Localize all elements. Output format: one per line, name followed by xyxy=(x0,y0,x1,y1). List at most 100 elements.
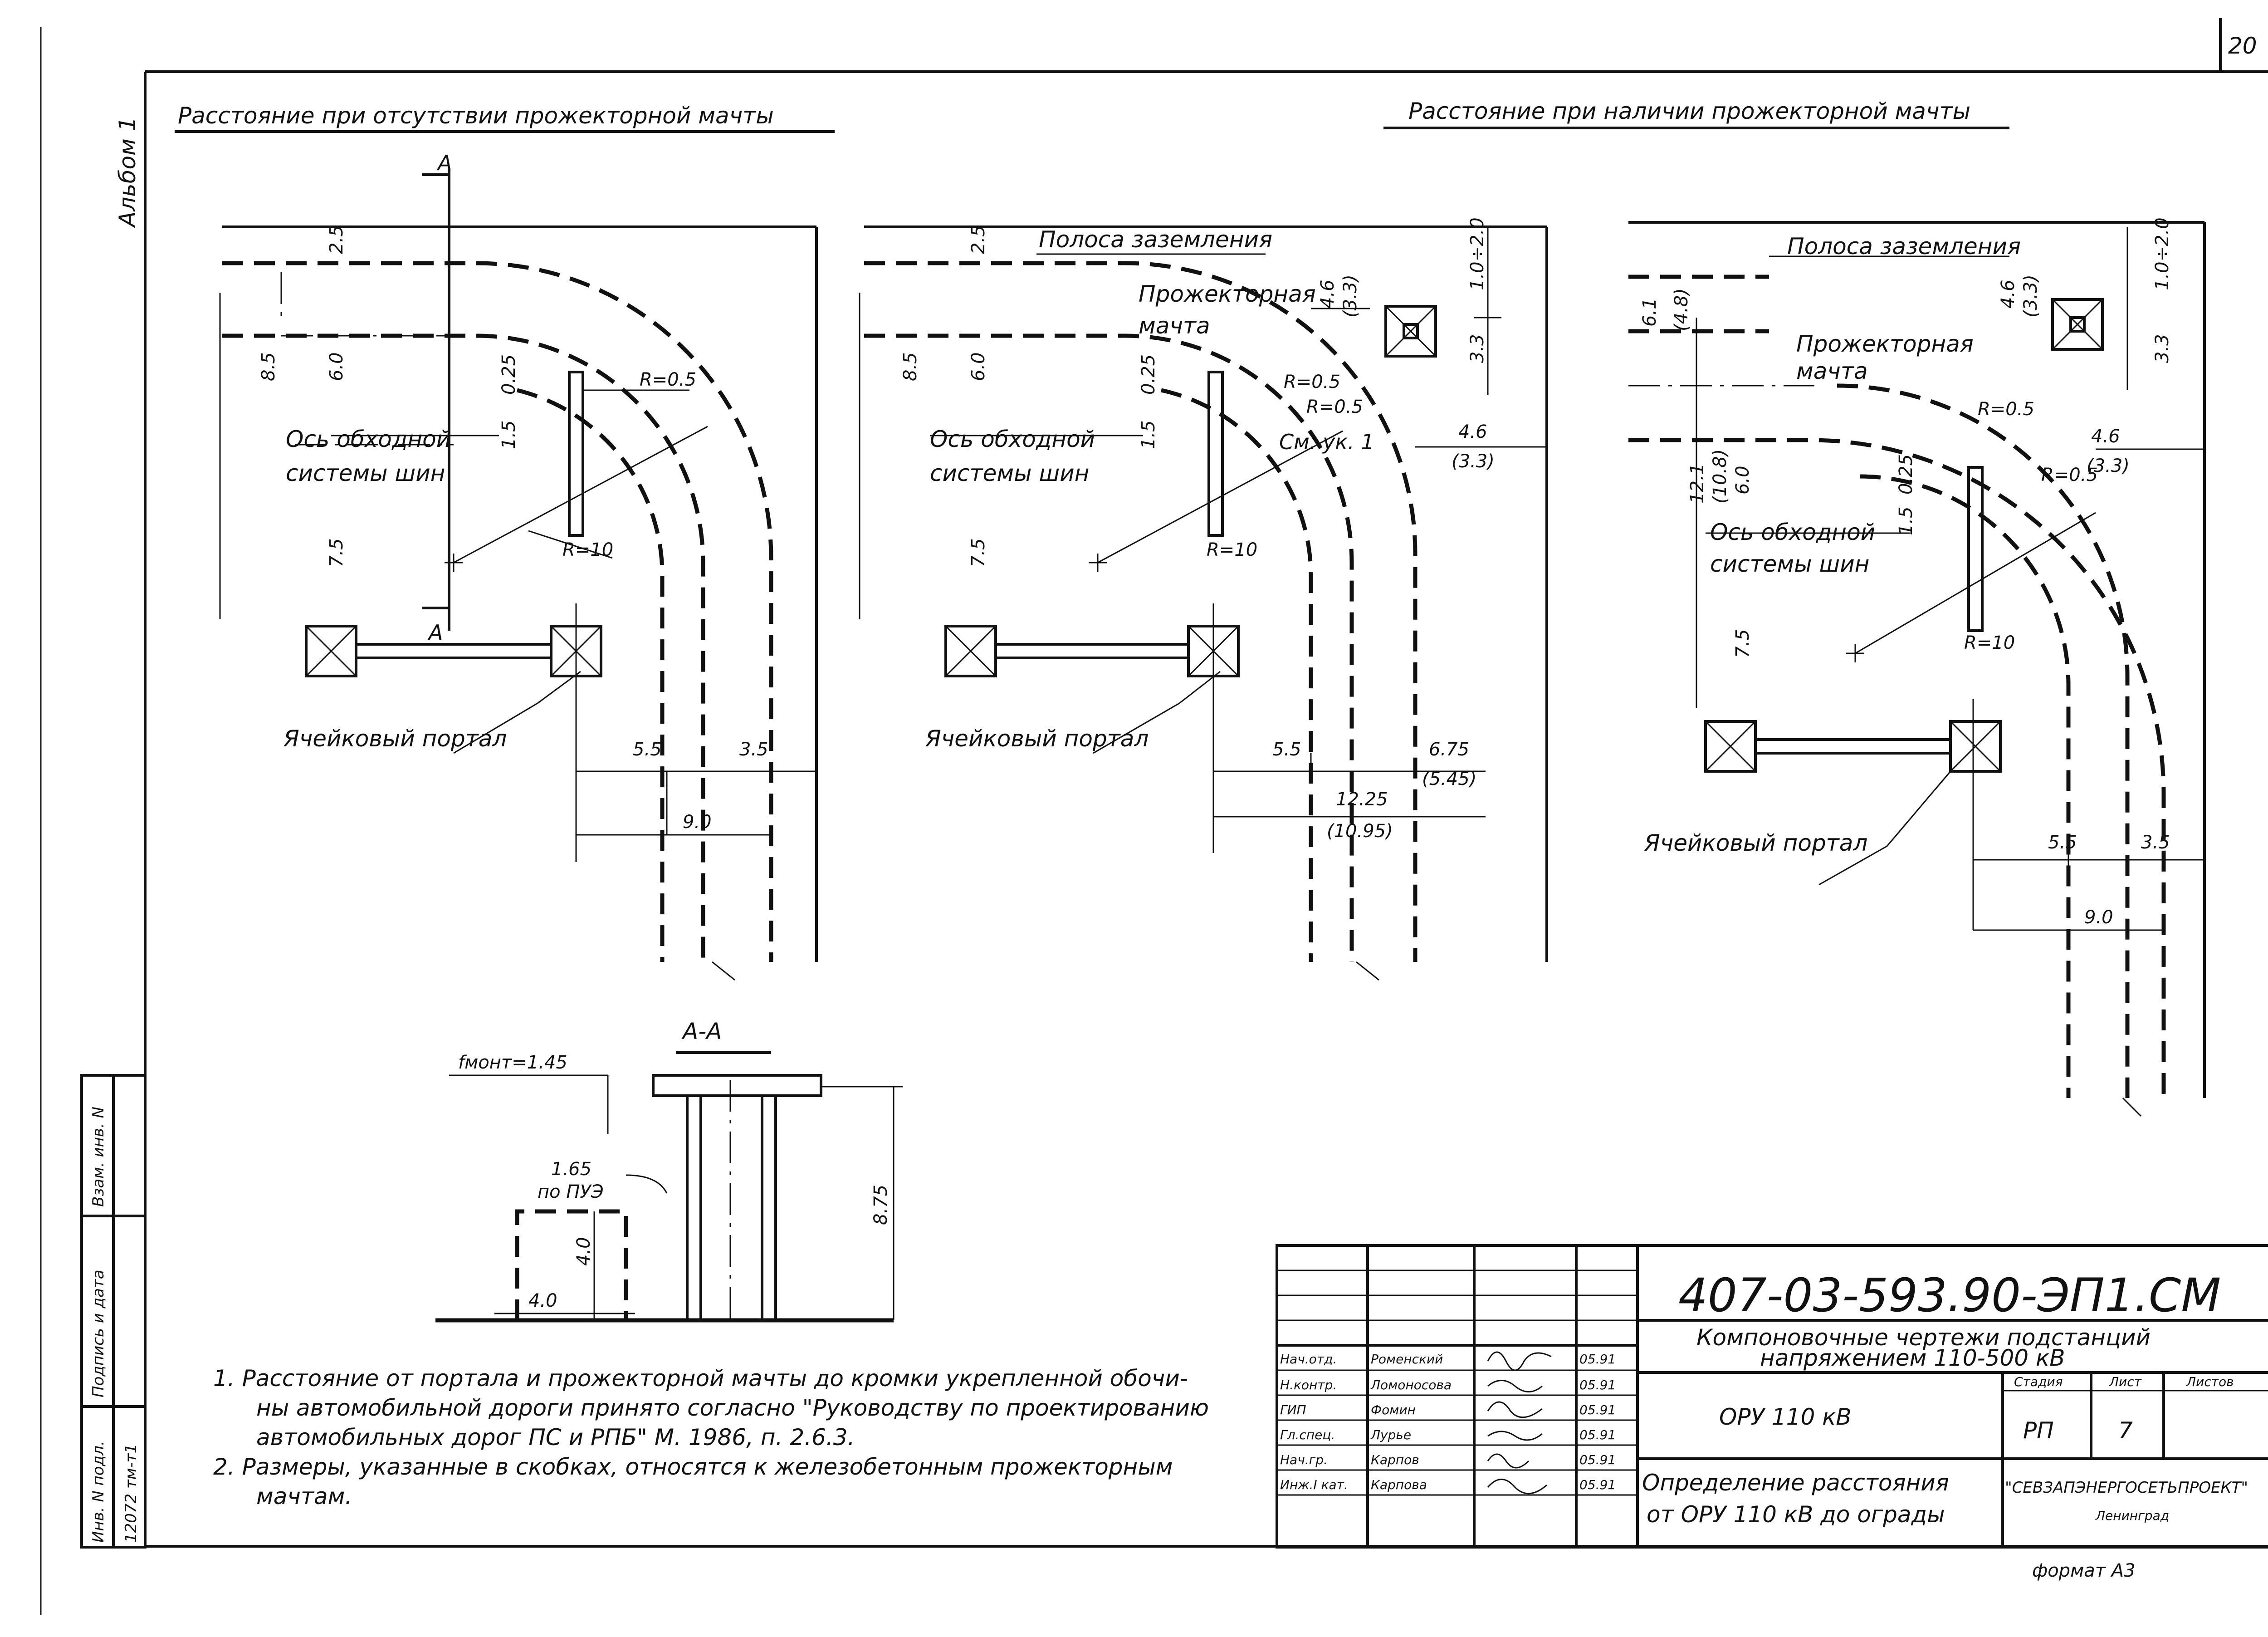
title-block xyxy=(1276,1244,2268,1549)
p1-cell-portal: Ячейковый портал xyxy=(283,725,507,752)
p3-d-mast-top-alt: (3.3) xyxy=(2020,274,2041,318)
p2-d-mast-top: 4.6 xyxy=(1317,279,1338,309)
p3-r-small-2: R=0.5 xyxy=(2041,465,2098,485)
note-line-4: 2. Размеры, указанные в скобках, относят… xyxy=(213,1454,1173,1480)
p2-d-mid: 6.0 xyxy=(968,352,989,381)
portal-footing-left xyxy=(305,625,357,677)
section-d-total-height: 8.75 xyxy=(870,1185,891,1225)
title-sheet-title-2: от ОРУ 110 кВ до ограды xyxy=(1647,1501,1945,1528)
p2-mast-1: Прожекторная xyxy=(1139,281,1316,307)
p3-cell-portal: Ячейковый портал xyxy=(1644,830,1867,856)
p3-d-total: 9.0 xyxy=(2084,907,2113,928)
p2-mast-2: мачта xyxy=(1139,313,1210,339)
signer-date: 05.91 xyxy=(1579,1402,1616,1417)
p3-d-mast-side: 4.6 xyxy=(2091,426,2120,447)
p1-bus-axis-2: системы шин xyxy=(286,460,445,486)
p2-d-mast-top-alt: (3.3) xyxy=(1340,274,1361,318)
signer-role: Гл.спец. xyxy=(1280,1427,1335,1442)
note-line-1: 1. Расстояние от портала и прожекторной … xyxy=(213,1365,1188,1392)
signer-date: 05.91 xyxy=(1579,1452,1616,1467)
stamp-signature-date: Подпись и дата xyxy=(89,1269,108,1397)
p2-d-right-top: 1.0÷2.0 xyxy=(1467,217,1488,290)
heading-with-mast: Расстояние при наличии прожекторной мачт… xyxy=(1408,98,1970,124)
mast-footing-middle xyxy=(1384,305,1437,358)
p1-r-big: R=10 xyxy=(562,539,613,560)
p3-r-small-1: R=0.5 xyxy=(1978,399,2034,420)
sheet-format: формат А3 xyxy=(2032,1560,2136,1581)
p3-d-gap: 1.5 xyxy=(1896,506,1916,535)
title-city: Ленинград xyxy=(2095,1508,2169,1523)
p2-d-x1: 5.5 xyxy=(1272,739,1301,760)
album-label: Альбом 1 xyxy=(114,117,141,228)
section-d-height: 4.0 xyxy=(573,1237,594,1266)
section-a-a xyxy=(435,1051,903,1323)
p3-mast-2: мачта xyxy=(1796,358,1868,384)
signers: Нач.отд. Роменский 05.91 Н.контр. Ломоно… xyxy=(1280,1352,1616,1492)
p1-d-gap: 1.5 xyxy=(499,420,519,449)
signer-name: Карпова xyxy=(1371,1477,1427,1492)
section-d-165: 1.65 xyxy=(551,1159,591,1180)
p3-bus-axis-1: Ось обходной xyxy=(1710,519,1875,545)
p1-d-left: 8.5 xyxy=(258,352,279,381)
p3-d-right: 3.3 xyxy=(2152,334,2173,363)
p3-ground-strip: Полоса заземления xyxy=(1787,233,2021,260)
title-code: 407-03-593.90-ЭП1.СМ xyxy=(1678,1269,2221,1323)
title-stage-header: Стадия xyxy=(2014,1374,2063,1389)
notes: 1. Расстояние от портала и прожекторной … xyxy=(213,1365,1209,1510)
section-by-pue: по ПУЭ xyxy=(538,1181,604,1202)
signer-name: Лурье xyxy=(1370,1427,1411,1442)
title-org: "СЕВЗАПЭНЕРГОСЕТЬПРОЕКТ" xyxy=(2005,1479,2248,1497)
p2-r-big: R=10 xyxy=(1207,539,1257,560)
p2-d-lower: 7.5 xyxy=(968,538,989,567)
p2-bus-axis-2: системы шин xyxy=(930,460,1089,486)
p2-r-small-2: R=0.5 xyxy=(1306,397,1363,417)
signer-role: Инж.I кат. xyxy=(1280,1477,1348,1492)
p2-d-top: 2.5 xyxy=(968,225,989,254)
section-title: А-А xyxy=(681,1018,722,1044)
p3-d-mid: 6.0 xyxy=(1732,466,1753,495)
p1-d-lower: 7.5 xyxy=(326,538,347,567)
title-project-2: напряжением 110-500 кВ xyxy=(1760,1345,2065,1371)
side-stamp xyxy=(80,1074,147,1549)
p1-d-small: 0.25 xyxy=(499,354,519,395)
title-drawing-name: ОРУ 110 кВ xyxy=(1719,1404,1852,1430)
section-d-width: 4.0 xyxy=(528,1290,557,1311)
signer-date: 05.91 xyxy=(1579,1377,1616,1392)
p1-d-total: 9.0 xyxy=(683,812,712,833)
p2-d-total-alt: (10.95) xyxy=(1327,821,1393,842)
p1-d-top: 2.5 xyxy=(326,225,347,254)
signer-role: Нач.гр. xyxy=(1280,1452,1328,1467)
stamp-inv-no: Инв. N подл. xyxy=(89,1441,108,1543)
note-line-2: ны автомобильной дороги принято согласно… xyxy=(256,1395,1209,1421)
p1-d-mid: 6.0 xyxy=(326,352,347,381)
title-stage: РП xyxy=(2023,1417,2054,1444)
signer-role: Н.контр. xyxy=(1280,1377,1337,1392)
p3-d-mast-top: 4.6 xyxy=(1998,279,2019,309)
heading-without-mast: Расстояние при отсутствии прожекторной м… xyxy=(178,103,774,129)
p2-cell-portal: Ячейковый портал xyxy=(925,725,1149,752)
p2-ground-strip: Полоса заземления xyxy=(1039,226,1272,253)
signatures xyxy=(1487,1351,1552,1495)
p2-d-gap: 1.5 xyxy=(1138,420,1159,449)
p3-d-small: 0.25 xyxy=(1896,454,1916,495)
p3-d-mast-side-alt: (3.3) xyxy=(2087,456,2130,476)
p1-r-small: R=0.5 xyxy=(640,369,696,390)
title-sheet-title-1: Определение расстояния xyxy=(1642,1470,1949,1496)
p2-r-small-1: R=0.5 xyxy=(1284,372,1340,392)
p3-bus-axis-2: системы шин xyxy=(1710,551,1869,577)
title-sheet-header: Лист xyxy=(2109,1374,2142,1389)
p3-r-big: R=10 xyxy=(1964,632,2015,653)
title-sheets-header: Листов xyxy=(2186,1374,2234,1389)
signer-role: ГИП xyxy=(1280,1402,1306,1417)
section-f-mont: fмонт=1.45 xyxy=(458,1052,567,1073)
p3-d-left-alt: (10.8) xyxy=(1710,449,1730,504)
p3-d-x2: 3.5 xyxy=(2141,832,2170,853)
note-line-5: мачтам. xyxy=(256,1483,352,1510)
title-project-1: Компоновочные чертежи подстанций xyxy=(1696,1324,2151,1351)
bus-support xyxy=(568,371,584,537)
plan-with-mast-middle xyxy=(859,225,1548,981)
p2-d-mast-side: 4.6 xyxy=(1458,422,1487,442)
plan-with-mast-right xyxy=(1628,221,2206,1117)
